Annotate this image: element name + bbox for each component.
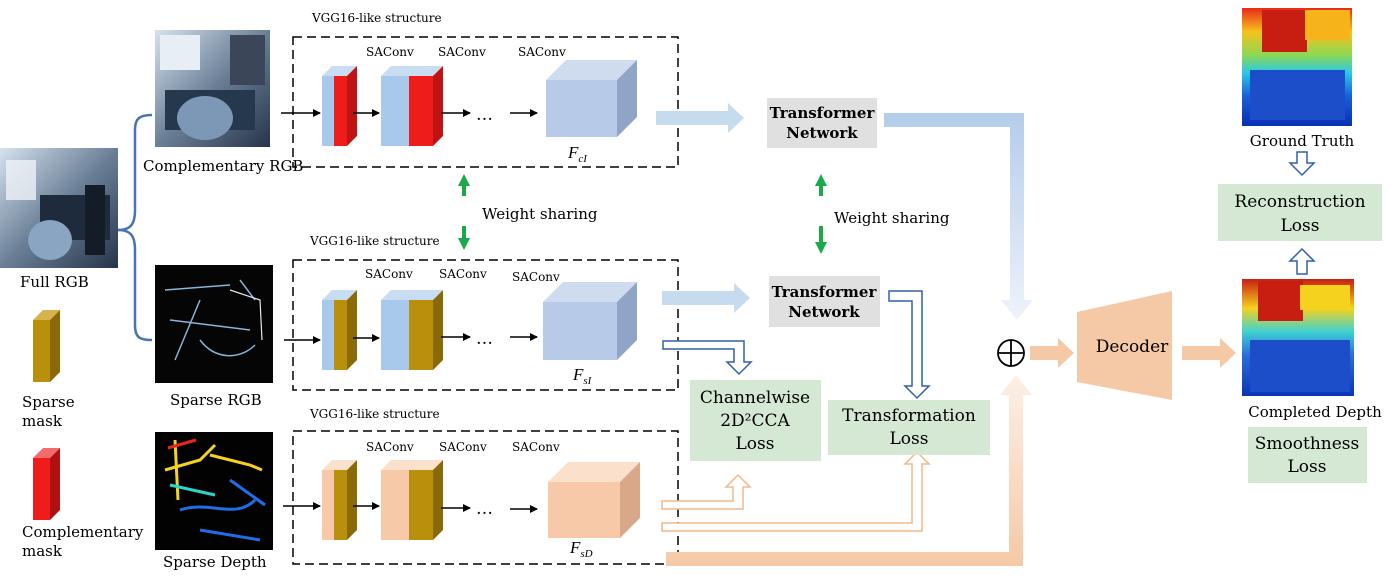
- bracket-to-sparse: [117, 228, 153, 342]
- arrow-output-to-reconstruction-loss: [1288, 247, 1316, 275]
- smoothness-loss-line-1: Smoothness: [1255, 434, 1359, 454]
- transformation-loss-line-2: Loss: [890, 429, 929, 449]
- transformer-box-1: [767, 98, 877, 148]
- smoothness-loss-box: [1248, 427, 1367, 483]
- complementary-mask-label-1: Complementary: [22, 523, 144, 541]
- ground-truth-label: Ground Truth: [1250, 132, 1355, 150]
- feature-label-2: FsI: [572, 365, 593, 387]
- reconstruction-loss-box: [1218, 184, 1382, 241]
- sparse-mask-label-1: Sparse: [22, 393, 75, 411]
- transformation-loss-line-1: Transformation: [842, 406, 976, 426]
- layer-label-2c: SAConv: [512, 270, 560, 284]
- ellipsis-3: …: [476, 499, 493, 519]
- transformer-2-line-2: Network: [788, 303, 860, 321]
- layer-label-1c: SAConv: [518, 45, 566, 59]
- ellipsis-1: …: [476, 105, 493, 125]
- branch-1-box: [292, 36, 679, 168]
- bracket-to-complementary: [117, 113, 153, 232]
- fusion-symbol: [997, 339, 1025, 367]
- structure-label-1: VGG16-like structure: [311, 11, 442, 25]
- sparse-mask-swatch: [33, 310, 60, 382]
- channelwise-loss-line-3: Loss: [736, 434, 775, 454]
- smoothness-loss-line-2: Loss: [1288, 457, 1327, 477]
- layer-label-2a: SAConv: [365, 267, 413, 281]
- feature-block-3: [548, 462, 640, 538]
- arrow-to-transformer-2: [662, 283, 750, 313]
- transformer-1-line-1: Transformer: [770, 104, 876, 122]
- transformer-box-2: [769, 276, 880, 327]
- branch-3-box: [292, 430, 679, 565]
- completed-depth-label: Completed Depth: [1248, 403, 1382, 421]
- decoder-label: Decoder: [1096, 337, 1169, 357]
- branch-2-box: [292, 259, 679, 391]
- feature-block-1: [546, 60, 637, 137]
- feature-label-1: FcI: [567, 143, 588, 165]
- channelwise-loss-box: [690, 380, 821, 461]
- arrow-to-transformer-1: [656, 103, 744, 133]
- complementary-rgb-label: Complementary RGB: [143, 157, 303, 175]
- layer-label-1a: SAConv: [366, 45, 414, 59]
- layer-label-1b: SAConv: [438, 45, 486, 59]
- layer-label-3b: SAConv: [439, 440, 487, 454]
- structure-label-2: VGG16-like structure: [309, 234, 440, 248]
- arrow-fsi-to-channelwise-loss: [662, 340, 753, 376]
- channelwise-loss-line-2: 2D²CCA: [720, 411, 790, 431]
- arrow-decoder-to-output: [1182, 338, 1236, 368]
- arrow-fusion-to-decoder: [1030, 338, 1074, 368]
- conv-layer-1a: [322, 66, 357, 146]
- channelwise-loss-line-1: Channelwise: [700, 388, 810, 408]
- transformer-2-line-1: Transformer: [772, 283, 878, 301]
- decoder-block: [1077, 291, 1172, 400]
- full-rgb-image: [0, 148, 118, 268]
- transformation-loss-box: [828, 400, 990, 455]
- sparse-mask-label-2: mask: [22, 412, 63, 430]
- complementary-mask-swatch: [33, 448, 60, 520]
- ellipsis-2: …: [476, 329, 493, 349]
- arrow-gt-to-reconstruction-loss: [1288, 151, 1316, 177]
- reconstruction-loss-line-1: Reconstruction: [1234, 192, 1365, 212]
- arrow-fsd-to-channelwise-loss: [661, 473, 752, 510]
- full-rgb-label: Full RGB: [20, 273, 89, 291]
- arrow-transformer-2-to-transformation-loss: [888, 290, 931, 400]
- conv-layer-2b: [381, 290, 443, 370]
- transformer-1-line-2: Network: [786, 124, 858, 142]
- sparse-rgb-image: [155, 265, 273, 383]
- structure-label-3: VGG16-like structure: [309, 407, 440, 421]
- sparse-rgb-label: Sparse RGB: [170, 391, 262, 409]
- conv-layer-1b: [381, 66, 443, 146]
- reconstruction-loss-line-2: Loss: [1281, 216, 1320, 236]
- feature-block-2: [543, 282, 637, 360]
- weight-sharing-label-2: Weight sharing: [834, 209, 950, 227]
- conv-layer-2a: [322, 290, 357, 370]
- completed-depth-image: [1242, 279, 1354, 396]
- weight-sharing-label-1: Weight sharing: [482, 205, 598, 223]
- ground-truth-image: [1242, 8, 1352, 126]
- sparse-depth-image: [155, 432, 273, 550]
- layer-label-3a: SAConv: [366, 440, 414, 454]
- feature-label-3: FsD: [569, 538, 593, 560]
- complementary-mask-label-2: mask: [22, 542, 63, 560]
- layer-label-2b: SAConv: [439, 267, 487, 281]
- arrow-fsd-to-transformation-loss: [661, 450, 931, 532]
- arrow-transformer-1-to-fusion: [884, 113, 1033, 320]
- layer-label-3c: SAConv: [512, 440, 560, 454]
- conv-layer-3a: [322, 460, 357, 540]
- sparse-depth-label: Sparse Depth: [163, 553, 267, 571]
- complementary-rgb-image: [155, 30, 270, 147]
- conv-layer-3b: [381, 460, 443, 540]
